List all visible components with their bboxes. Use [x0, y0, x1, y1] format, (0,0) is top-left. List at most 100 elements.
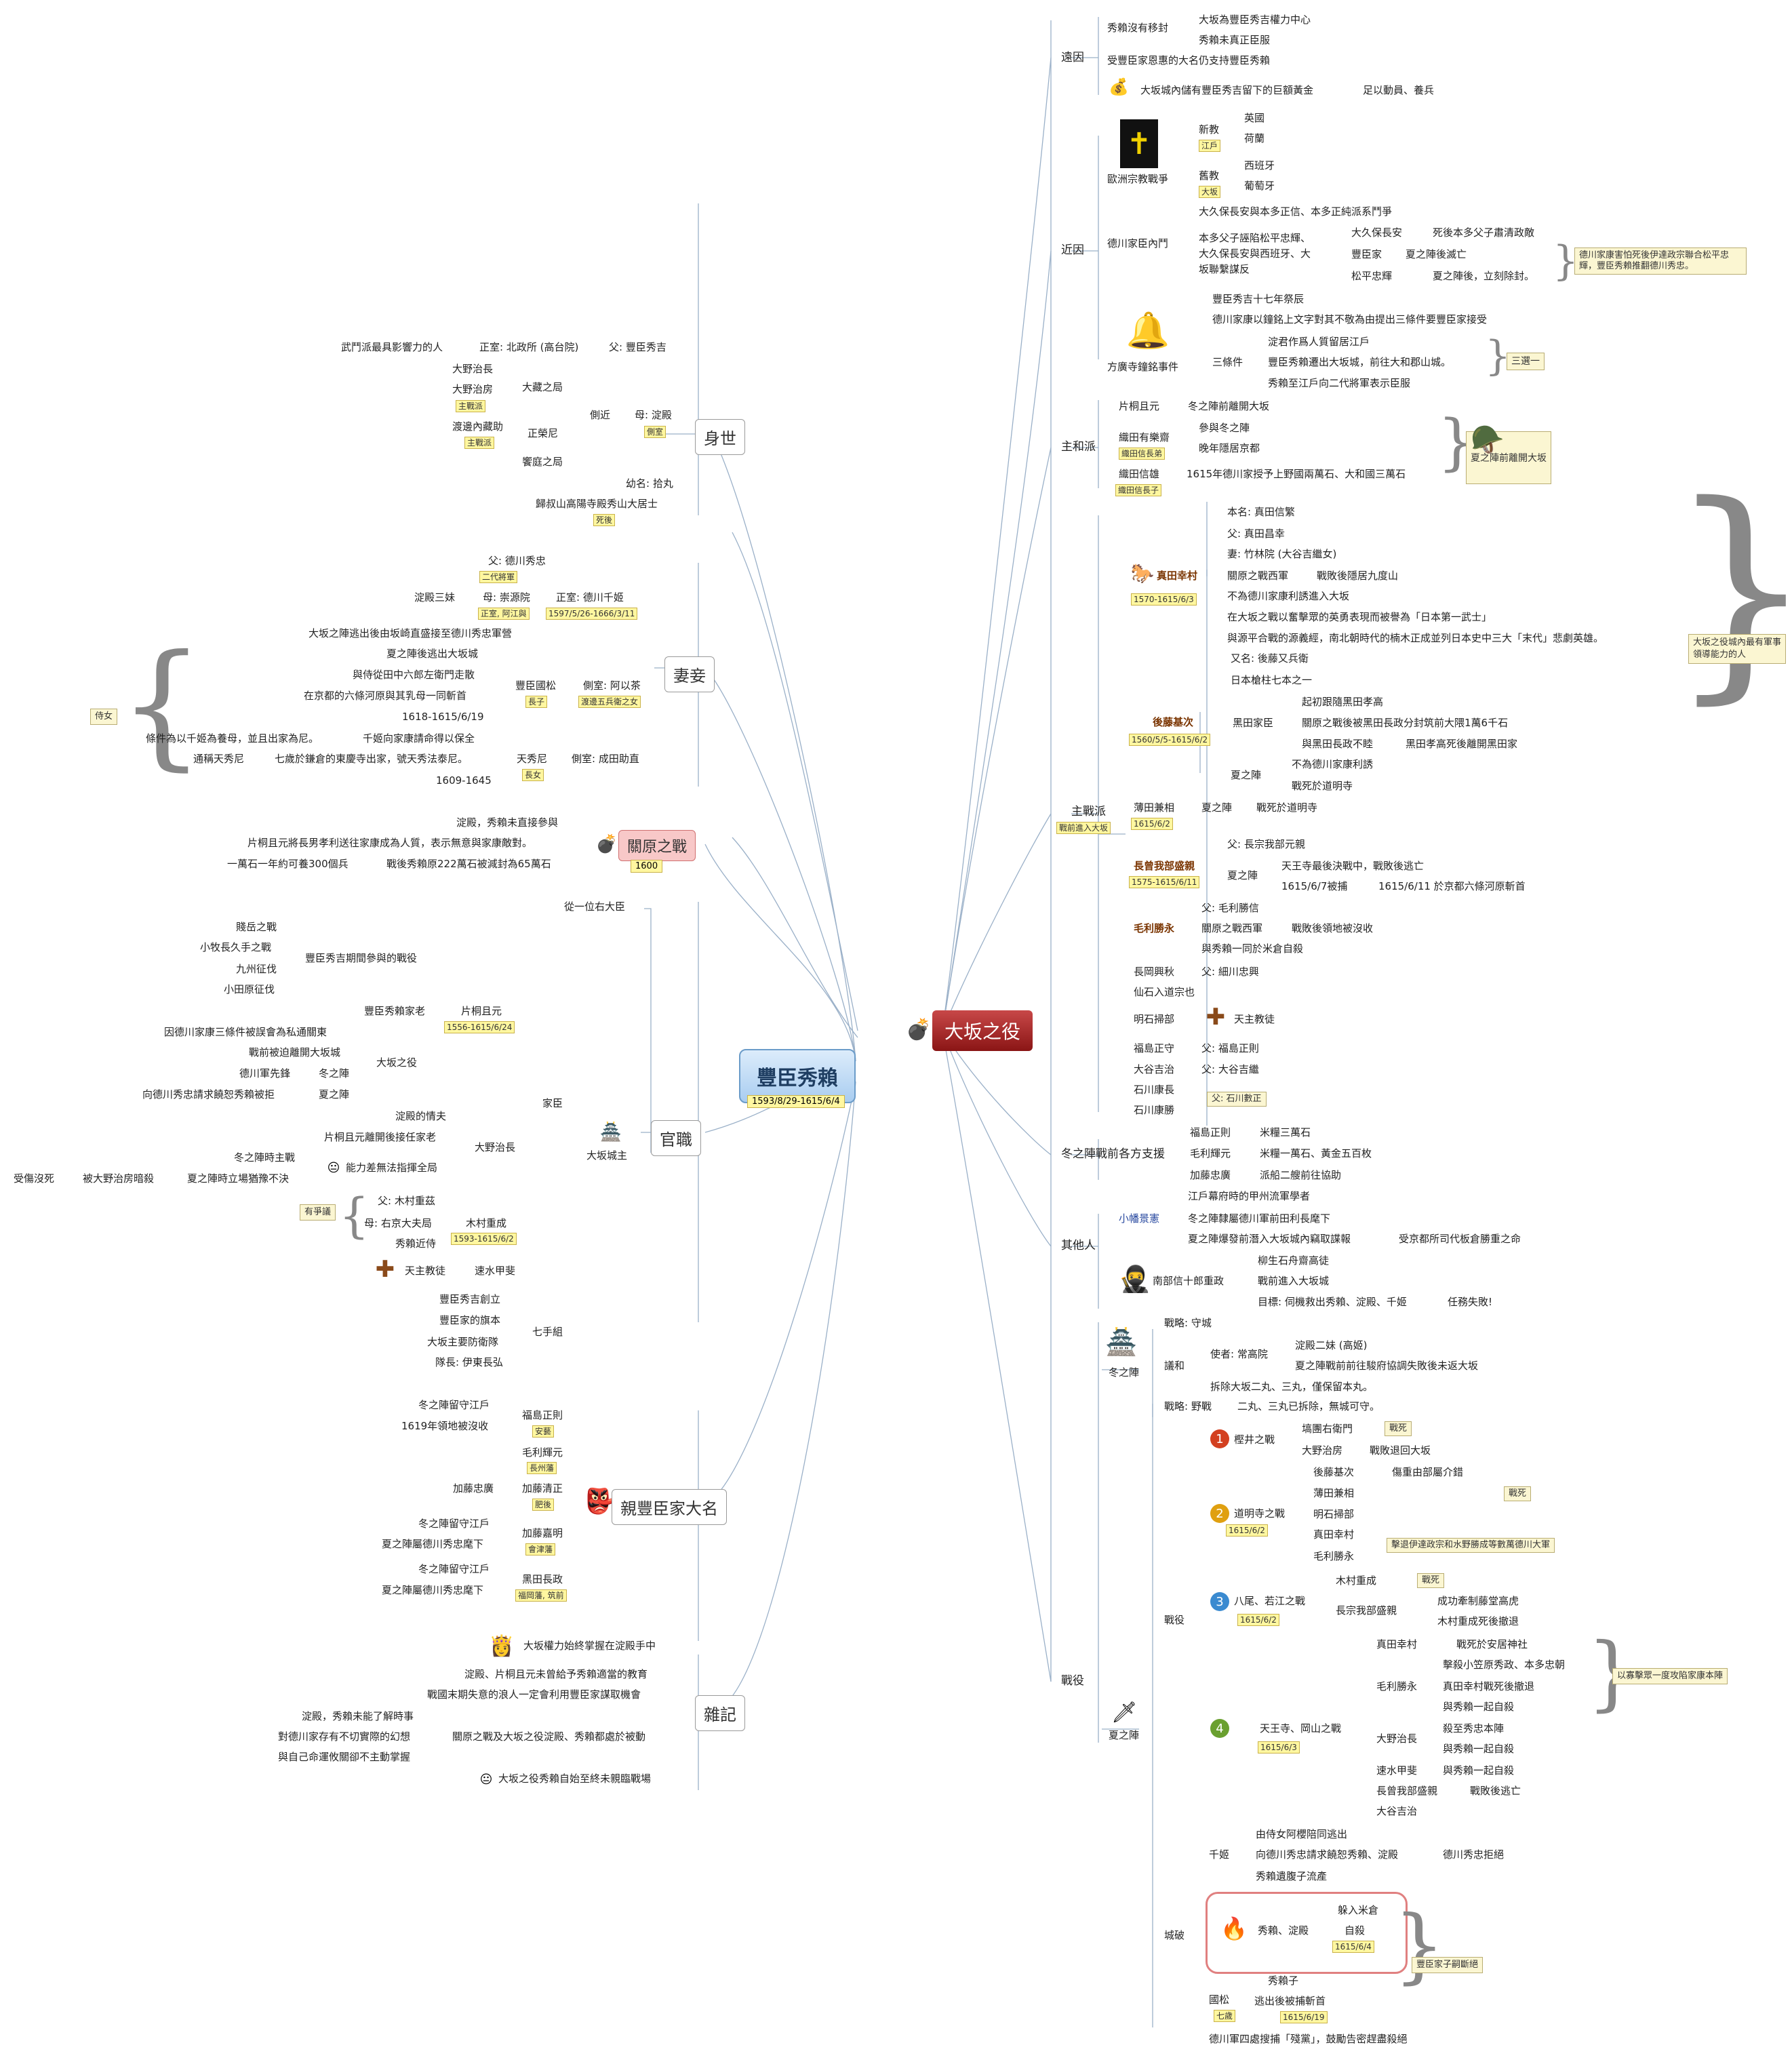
node[interactable]: 秀賴未真正臣服 — [1199, 34, 1271, 46]
topic-zhanyi[interactable]: 戰役 — [1061, 1674, 1084, 1688]
node[interactable]: 父: 豐臣秀吉 — [609, 341, 666, 353]
branch-guanzhi[interactable]: 官職 — [651, 1120, 701, 1156]
node[interactable]: 受豐臣家恩惠的大名仍支持豐臣秀賴 — [1107, 54, 1271, 66]
node[interactable]: 夏之陣後滅亡 — [1406, 248, 1467, 260]
topic-zhuhe[interactable]: 主和派 — [1061, 440, 1096, 454]
node[interactable]: 殺至秀忠本陣 — [1443, 1722, 1505, 1735]
node[interactable]: 天秀尼 — [517, 753, 548, 765]
node[interactable]: 歸叔山高陽寺殿秀山大居士 — [536, 498, 658, 510]
node[interactable]: 毛利勝永 — [1134, 922, 1175, 934]
node[interactable]: 夏之陣 — [1231, 769, 1262, 781]
node[interactable]: 1615/6/7被捕 — [1281, 880, 1348, 892]
node[interactable]: 夏之陣後逃出大坂城 — [386, 648, 479, 660]
node[interactable]: 1609-1645 — [436, 774, 492, 787]
node[interactable]: 薄田兼相 — [1134, 801, 1175, 814]
node[interactable]: 因德川家康三條件被誤會為私通關東 — [164, 1026, 327, 1038]
branch-qiqie[interactable]: 妻妾 — [664, 656, 715, 692]
node[interactable]: 秀賴近侍 — [395, 1237, 437, 1250]
node[interactable]: 大坂為豐臣秀吉權力中心 — [1199, 14, 1311, 26]
node[interactable]: 毛利輝元 — [1190, 1147, 1231, 1160]
node[interactable]: 片桐且元將長男孝利送往家康成為人質，表示無意與家康敵對。 — [247, 837, 533, 849]
node[interactable]: 小幡景憲 — [1119, 1212, 1160, 1225]
node[interactable]: 妻: 竹林院 (大谷吉繼女) — [1227, 548, 1337, 560]
node[interactable]: 福島正守 — [1134, 1042, 1175, 1054]
topic-yuan[interactable]: 遠因 — [1061, 51, 1084, 64]
node[interactable]: 本名: 真田信繁 — [1227, 506, 1295, 518]
node[interactable]: 夏之陣戰前前往駿府協調失敗後未返大坂 — [1295, 1360, 1479, 1372]
node[interactable]: 米糧三萬石 — [1260, 1126, 1311, 1138]
node[interactable]: 大谷吉治 — [1376, 1805, 1418, 1817]
node[interactable]: 戰死於安居神社 — [1456, 1638, 1528, 1650]
node[interactable]: 戰略: 野戰 — [1164, 1400, 1212, 1412]
node[interactable]: 本多父子誣陷松平忠輝、 — [1199, 232, 1311, 244]
node[interactable]: 父: 大谷吉繼 — [1201, 1063, 1259, 1075]
node[interactable]: 淀殿、片桐且元未曾給予秀賴適當的教育 — [464, 1668, 648, 1680]
node[interactable]: 戰敗後隱居九度山 — [1317, 570, 1399, 582]
node[interactable]: 正室: 德川千姬 — [556, 591, 624, 603]
node[interactable]: 擊殺小笠原秀政、本多忠朝 — [1443, 1659, 1566, 1671]
topic-dongzhi[interactable]: 冬之陣戰前各方支援 — [1061, 1147, 1165, 1161]
node[interactable]: 秀賴子 — [1268, 1975, 1299, 1987]
node[interactable]: 向德川秀忠請求饒恕秀賴被拒 — [142, 1088, 275, 1101]
node[interactable]: 德川家臣內鬥 — [1107, 237, 1169, 250]
node[interactable]: 西班牙 — [1244, 159, 1275, 172]
node[interactable]: 仙石入道宗也 — [1134, 986, 1195, 998]
node[interactable]: 豐臣秀賴家老 — [364, 1005, 426, 1017]
node[interactable]: 歐洲宗教戰爭 — [1107, 173, 1169, 185]
node[interactable]: 真田幸村 — [1157, 570, 1198, 582]
node[interactable]: 松平忠輝 — [1351, 270, 1393, 282]
node[interactable]: 大坂之役秀賴自始至終未親臨戰場 — [498, 1772, 652, 1785]
node[interactable]: 父: 長宗我部元親 — [1227, 838, 1305, 850]
node[interactable]: 豐臣秀吉期間參與的戰役 — [305, 952, 418, 964]
node[interactable]: 關原之戰西軍 — [1201, 922, 1263, 934]
node[interactable]: 夏之陣後，立刻除封。 — [1433, 270, 1535, 282]
node[interactable]: 速水甲斐 — [475, 1265, 516, 1277]
node[interactable]: 父: 木村重茲 — [378, 1195, 435, 1207]
node[interactable]: 不為德川家康利誘進入大坂 — [1227, 590, 1350, 602]
node[interactable]: 大久保長安與西班牙、大 — [1199, 247, 1311, 260]
node[interactable]: 片桐且元離開後接任家老 — [324, 1131, 437, 1143]
node[interactable]: 毛利勝永 — [1313, 1550, 1355, 1562]
center-topic[interactable]: 豐臣秀賴 — [739, 1049, 856, 1103]
node[interactable]: 加藤忠廣 — [453, 1482, 494, 1494]
node[interactable]: 福島正則 — [1190, 1126, 1231, 1138]
node[interactable]: 二丸、三丸已拆除，無城可守。 — [1237, 1400, 1380, 1412]
node[interactable]: 母: 崇源院 — [483, 591, 530, 603]
node[interactable]: 九州征伐 — [236, 963, 277, 975]
node[interactable]: 與自己命運攸關卻不主動掌握 — [278, 1751, 411, 1763]
node[interactable]: 關原之戰後被黑田長政分封筑前大隈1萬6千石 — [1302, 717, 1509, 729]
node[interactable]: 秀賴、淀殿 — [1258, 1924, 1309, 1937]
node[interactable]: 葡萄牙 — [1244, 180, 1275, 192]
node[interactable]: 淀殿三妹 — [414, 591, 456, 603]
node[interactable]: 受京都所司代板倉勝重之命 — [1399, 1233, 1521, 1245]
node[interactable]: 七歲於鎌倉的東慶寺出家，號天秀法泰尼。 — [275, 753, 469, 765]
node[interactable]: 秀賴遺腹子流產 — [1256, 1870, 1328, 1882]
node[interactable]: 豐臣家的旗本 — [439, 1314, 501, 1326]
node[interactable]: 冬之陣留守江戶 — [418, 1399, 490, 1411]
node[interactable]: 大坂之陣逃出後由坂崎直盛接至德川秀忠軍營 — [308, 627, 513, 639]
node[interactable]: 隊長: 伊東長弘 — [435, 1356, 503, 1368]
node[interactable]: 大野治長 — [475, 1141, 516, 1153]
node[interactable]: 柳生石舟齋高徒 — [1258, 1254, 1330, 1267]
node[interactable]: 父: 細川忠興 — [1201, 966, 1259, 978]
node[interactable]: 長曾我部盛親 — [1376, 1785, 1438, 1797]
node[interactable]: 向德川秀忠請求饒恕秀賴、淀殿 — [1256, 1848, 1399, 1861]
node[interactable]: 樫井之戰 — [1234, 1433, 1275, 1446]
node[interactable]: 真田幸村 — [1313, 1528, 1355, 1541]
node[interactable]: 夏之陣 — [1227, 869, 1258, 882]
node[interactable]: 戰前進入大坂城 — [1258, 1275, 1330, 1287]
node[interactable]: 戰敗後領地被沒收 — [1292, 922, 1374, 934]
node[interactable]: 渡邊內藏助 — [452, 420, 504, 433]
node[interactable]: 石川康長 — [1134, 1084, 1175, 1096]
node[interactable]: 大野治房 — [1302, 1444, 1343, 1457]
node[interactable]: 福島正則 — [522, 1409, 563, 1421]
node[interactable]: 淀殿，秀賴未直接參與 — [456, 816, 559, 829]
node[interactable]: 明石掃部 — [1134, 1013, 1175, 1025]
node[interactable]: 冬之陣時主戰 — [234, 1151, 296, 1164]
node[interactable]: 家臣 — [542, 1097, 563, 1109]
node[interactable]: 大谷吉治 — [1134, 1063, 1175, 1075]
node[interactable]: 荷蘭 — [1244, 132, 1265, 144]
node[interactable]: 成功牽制藤堂高虎 — [1437, 1595, 1519, 1607]
node[interactable]: 城破 — [1164, 1929, 1185, 1941]
node[interactable]: 長岡興秋 — [1134, 966, 1175, 978]
